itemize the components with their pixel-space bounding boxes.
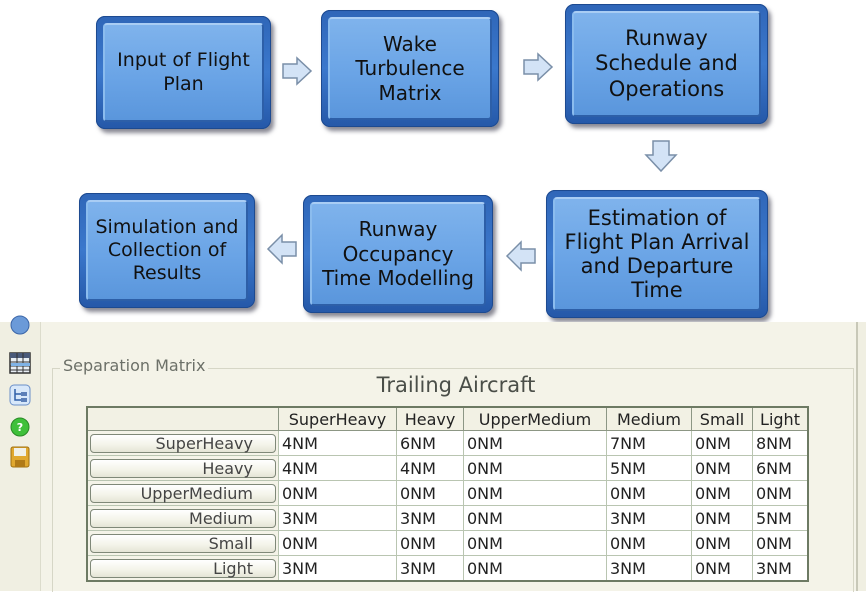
step-wake-turbulence-matrix: Wake Turbulence Matrix	[321, 10, 499, 127]
row-header-button[interactable]: Light	[90, 558, 276, 578]
step-simulation-and-collection: Simulation and Collection of Results	[79, 193, 255, 308]
table-cell[interactable]: 6NM	[752, 455, 809, 481]
table-cell[interactable]: 0NM	[691, 480, 753, 506]
table-cell[interactable]: 0NM	[691, 505, 753, 531]
step-label-line: Matrix	[378, 80, 442, 105]
table-row: Small 0NM 0NM 0NM 0NM 0NM 0NM	[86, 530, 809, 556]
row-header-button[interactable]: Small	[90, 533, 276, 553]
table-cell[interactable]: 3NM	[752, 555, 809, 582]
table-header-row: SuperHeavy Heavy UpperMedium Medium Smal…	[86, 406, 809, 431]
row-header-button[interactable]: UpperMedium	[90, 483, 276, 503]
step-label-line: Time Modelling	[322, 266, 474, 291]
step-label-line: Estimation of	[587, 205, 727, 230]
table-cell[interactable]: 0NM	[691, 555, 753, 582]
table-cell[interactable]: 0NM	[396, 480, 464, 506]
table-row: SuperHeavy 4NM 6NM 0NM 7NM 0NM 8NM	[86, 430, 809, 456]
table-cell[interactable]: 0NM	[691, 530, 753, 556]
step-label-line: Operations	[608, 76, 725, 101]
step-label-line: Wake	[383, 31, 437, 56]
table-cell[interactable]: 0NM	[691, 455, 753, 481]
table-cell[interactable]: 0NM	[278, 530, 397, 556]
svg-text:?: ?	[17, 421, 23, 434]
table-cell[interactable]: 0NM	[606, 480, 692, 506]
step-label-line: Input of Flight	[117, 49, 250, 72]
step-label-line: Occupancy	[342, 241, 454, 266]
step-label-line: Turbulence	[355, 56, 465, 81]
window-edge	[856, 322, 866, 591]
table-cell[interactable]: 0NM	[463, 530, 607, 556]
table-cell[interactable]: 3NM	[278, 505, 397, 531]
table-row: UpperMedium 0NM 0NM 0NM 0NM 0NM 0NM	[86, 480, 809, 506]
step-label-line: Runway	[625, 25, 708, 50]
corner-header	[86, 406, 279, 431]
column-header[interactable]: SuperHeavy	[278, 406, 397, 431]
table-cell[interactable]: 6NM	[396, 430, 464, 456]
arrow-down-icon	[644, 140, 678, 173]
step-label-line: and Departure	[580, 254, 734, 278]
column-header[interactable]: Medium	[606, 406, 692, 431]
row-header-button[interactable]: Medium	[90, 508, 276, 528]
column-header[interactable]: UpperMedium	[463, 406, 607, 431]
table-cell[interactable]: 0NM	[463, 430, 607, 456]
side-toolbar: ?	[0, 315, 41, 591]
table-cell[interactable]: 0NM	[752, 530, 809, 556]
step-estimation-of-arrival-departure: Estimation of Flight Plan Arrival and De…	[546, 190, 768, 318]
help-icon[interactable]: ?	[9, 416, 31, 438]
step-label-line: Time	[631, 278, 683, 303]
table-row: Heavy 4NM 4NM 0NM 5NM 0NM 6NM	[86, 455, 809, 481]
table-cell[interactable]: 0NM	[691, 430, 753, 456]
step-label-line: Plan	[163, 72, 204, 95]
step-label-line: Schedule and	[595, 51, 738, 76]
separation-matrix-group	[52, 368, 854, 592]
table-cell[interactable]: 3NM	[606, 555, 692, 582]
table-cell[interactable]: 4NM	[278, 430, 397, 456]
group-title: Separation Matrix	[60, 356, 209, 375]
column-header[interactable]: Small	[691, 406, 753, 431]
column-header[interactable]: Heavy	[396, 406, 464, 431]
step-label-line: Results	[132, 262, 202, 285]
tree-icon[interactable]	[9, 384, 31, 406]
row-header-button[interactable]: SuperHeavy	[90, 433, 276, 453]
table-cell[interactable]: 0NM	[463, 480, 607, 506]
save-icon[interactable]	[9, 446, 31, 468]
table-cell[interactable]: 3NM	[606, 505, 692, 531]
table-cell[interactable]: 0NM	[606, 530, 692, 556]
step-runway-occupancy-time-modelling: Runway Occupancy Time Modelling	[303, 195, 493, 313]
table-cell[interactable]: 3NM	[396, 555, 464, 582]
step-label-line: Flight Plan Arrival	[564, 229, 750, 254]
arrow-left-icon	[266, 233, 297, 265]
step-label-line: Runway	[358, 217, 438, 242]
table-cell[interactable]: 4NM	[396, 455, 464, 481]
arrow-left-icon	[505, 240, 536, 272]
table-cell[interactable]: 0NM	[463, 455, 607, 481]
table-row: Medium 3NM 3NM 0NM 3NM 0NM 5NM	[86, 505, 809, 531]
table-cell[interactable]: 0NM	[752, 480, 809, 506]
step-label-line: Simulation and	[95, 215, 239, 238]
arrow-right-icon	[282, 56, 313, 86]
table-cell[interactable]: 8NM	[752, 430, 809, 456]
separation-matrix-table: SuperHeavy Heavy UpperMedium Medium Smal…	[86, 406, 809, 582]
column-header[interactable]: Light	[752, 406, 809, 431]
step-label-line: Collection of	[107, 238, 227, 261]
table-cell[interactable]: 5NM	[752, 505, 809, 531]
table-cell[interactable]: 0NM	[278, 480, 397, 506]
globe-icon[interactable]	[9, 314, 31, 336]
table-cell[interactable]: 5NM	[606, 455, 692, 481]
table-cell[interactable]: 0NM	[463, 555, 607, 582]
table-cell[interactable]: 4NM	[278, 455, 397, 481]
step-runway-schedule-and-operations: Runway Schedule and Operations	[565, 4, 768, 124]
table-cell[interactable]: 3NM	[278, 555, 397, 582]
table-cell[interactable]: 7NM	[606, 430, 692, 456]
arrow-right-icon	[523, 52, 554, 82]
row-header-button[interactable]: Heavy	[90, 458, 276, 478]
table-cell[interactable]: 0NM	[463, 505, 607, 531]
table-cell[interactable]: 3NM	[396, 505, 464, 531]
table-icon[interactable]	[9, 352, 31, 374]
step-input-of-flight-plan: Input of Flight Plan	[96, 16, 271, 129]
table-row: Light 3NM 3NM 0NM 3NM 0NM 3NM	[86, 555, 809, 582]
trailing-aircraft-title: Trailing Aircraft	[376, 373, 536, 397]
table-cell[interactable]: 0NM	[396, 530, 464, 556]
